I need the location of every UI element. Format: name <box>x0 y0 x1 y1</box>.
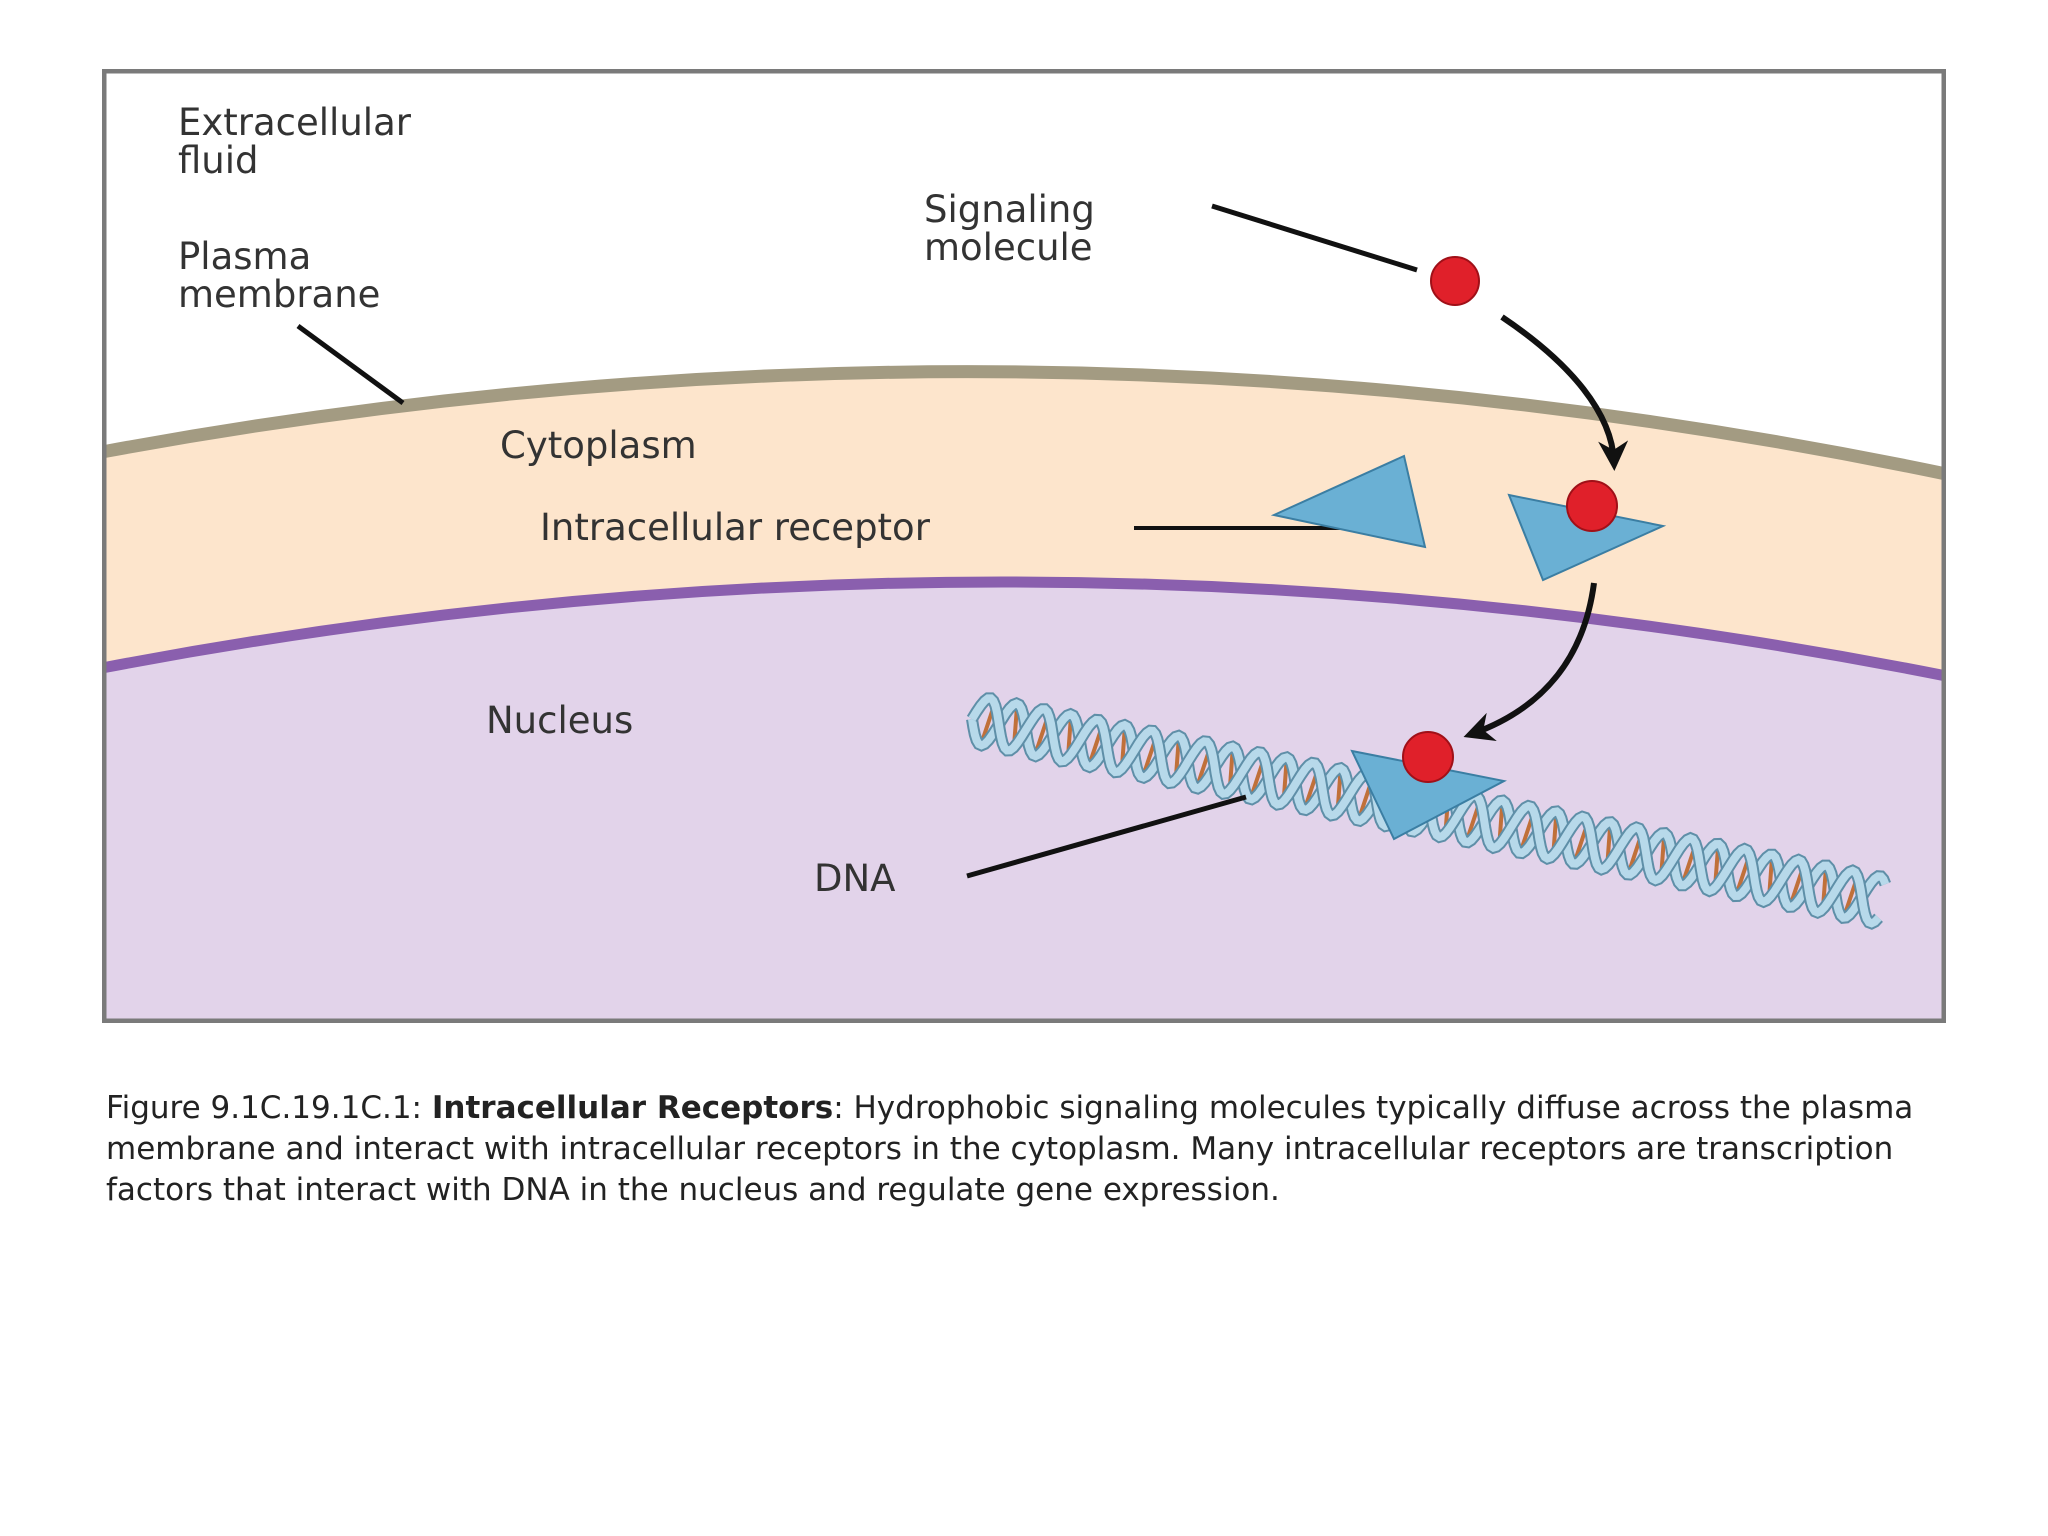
nucleus-arrow <box>1463 582 1597 742</box>
dna-bound-signaling-molecule <box>1402 731 1454 783</box>
free-receptor-shape <box>1270 454 1427 549</box>
figure-caption: Figure 9.1C.19.1C.1: Intracellular Recep… <box>106 1088 1926 1211</box>
extracellular-label-line-1: Extracellular <box>178 101 412 144</box>
entry-arrow <box>1500 314 1629 471</box>
cytoplasm-label: Cytoplasm <box>500 424 697 467</box>
dna-leader-line <box>966 794 1247 879</box>
dna-label: DNA <box>814 857 895 900</box>
signaling-molecule-label-line-1: Signaling <box>924 188 1095 231</box>
signaling-molecule-label: Signaling molecule <box>924 188 1107 269</box>
figure-panel: Extracellular fluid Plasma membrane Sign… <box>102 69 1946 1023</box>
extracellular-label-line-2: fluid <box>178 139 259 182</box>
intracellular-receptor-label: Intracellular receptor <box>540 506 931 549</box>
signaling-molecule-label-line-2: molecule <box>924 226 1093 269</box>
caption-text: : Hydrophobic signaling molecules typica… <box>106 1090 1914 1208</box>
signaling-molecule <box>1430 256 1480 306</box>
nuclear-membrane <box>105 576 1943 682</box>
signaling-molecule-leader-line <box>1211 203 1418 273</box>
extracellular-fluid-label: Extracellular fluid <box>178 101 423 182</box>
plasma-membrane-label: Plasma membrane <box>178 235 380 316</box>
intracellular-receptor-diagram: Extracellular fluid Plasma membrane Sign… <box>102 69 1946 1023</box>
nucleus-region <box>105 582 1943 1020</box>
caption-title: Intracellular Receptors <box>431 1090 834 1126</box>
bound-signaling-molecule <box>1566 480 1618 532</box>
plasma-membrane <box>105 365 1943 481</box>
plasma-membrane-label-line-1: Plasma <box>178 235 311 278</box>
plasma-membrane-leader-line <box>296 323 405 406</box>
plasma-membrane-label-line-2: membrane <box>178 273 380 316</box>
figure-frame <box>102 69 1946 1023</box>
nucleus-label: Nucleus <box>486 699 633 742</box>
caption-prefix: Figure 9.1C.19.1C.1: <box>106 1090 432 1126</box>
